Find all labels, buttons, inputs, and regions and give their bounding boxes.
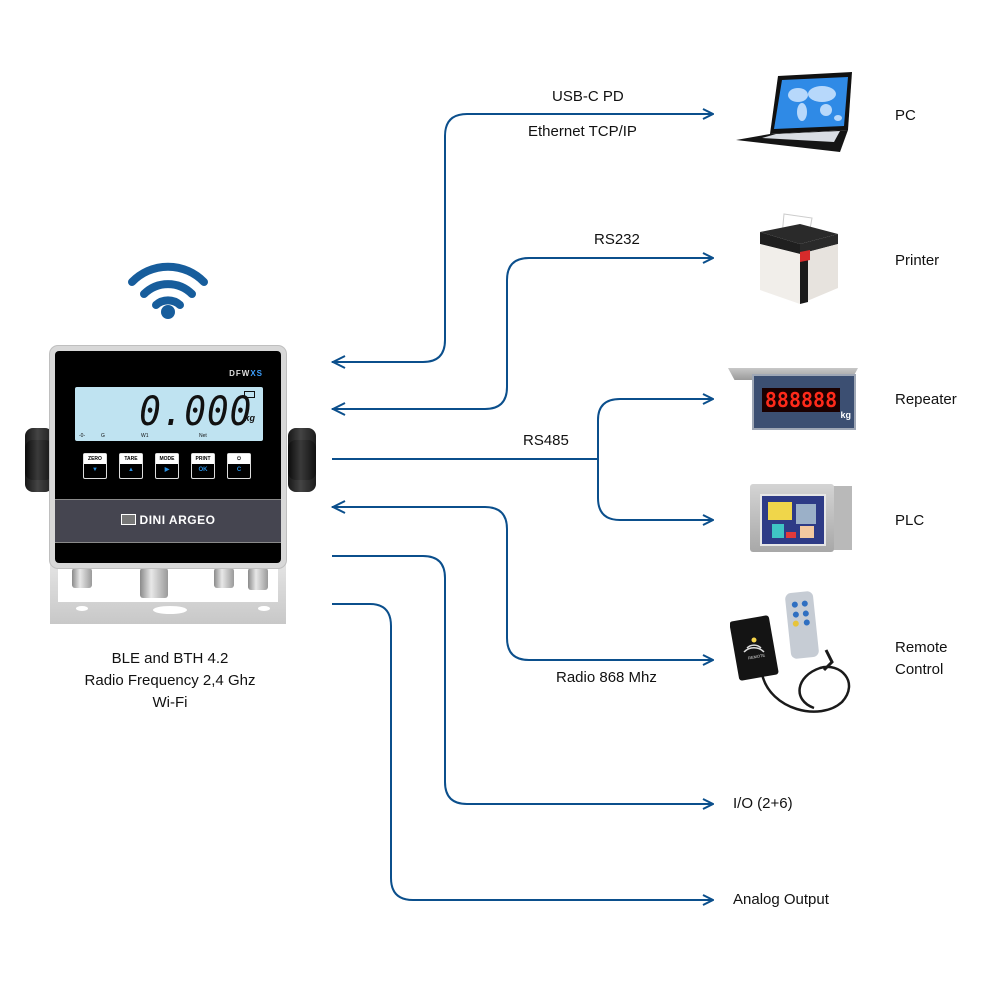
cable-gland bbox=[140, 568, 168, 598]
plc-panel bbox=[750, 484, 852, 554]
mode-key[interactable]: MODE ▶ bbox=[155, 453, 179, 479]
cable-gland bbox=[214, 568, 234, 588]
line-rs485-repeater bbox=[597, 399, 713, 459]
label-io: I/O (2+6) bbox=[733, 795, 793, 812]
device-label-pc: PC bbox=[895, 107, 916, 124]
zero-key[interactable]: ZERO ▼ bbox=[83, 453, 107, 479]
indicator-front-panel: DFWXS 0.000 kg -0- G W1 Net ZERO ▼ TARE … bbox=[55, 351, 281, 563]
brand-name: DINI ARGEO bbox=[139, 513, 216, 527]
model-name: DFWXS bbox=[229, 369, 263, 378]
label-radio: Radio 868 Mhz bbox=[556, 669, 657, 686]
annunciator-net: Net bbox=[199, 433, 207, 439]
line-usb-ethernet bbox=[332, 114, 713, 363]
lcd-display: 0.000 kg -0- G W1 Net bbox=[75, 387, 263, 441]
wifi-icon bbox=[128, 262, 208, 319]
caption-wifi: Wi-Fi bbox=[152, 694, 188, 711]
annunciator-w1: W1 bbox=[141, 433, 149, 439]
label-rs485: RS485 bbox=[523, 432, 569, 449]
brand-logo-icon bbox=[120, 514, 136, 525]
arrowhead-rs232-in bbox=[330, 402, 346, 416]
power-key[interactable]: ⏻ C bbox=[227, 453, 251, 479]
battery-icon bbox=[244, 391, 255, 398]
line-io bbox=[332, 555, 713, 804]
brand-bar: DINI ARGEO bbox=[55, 499, 281, 543]
label-rs232: RS232 bbox=[594, 231, 640, 248]
annunciator-gross: G bbox=[101, 433, 105, 439]
device-label-repeater: Repeater bbox=[895, 391, 957, 408]
mounting-knob-right bbox=[288, 428, 316, 492]
plc-screen bbox=[760, 494, 826, 546]
device-label-remote-control: Remote Control bbox=[895, 639, 948, 678]
label-ethernet: Ethernet TCP/IP bbox=[528, 123, 637, 140]
arrowhead-radio-in bbox=[330, 500, 346, 514]
indicator-case: DFWXS 0.000 kg -0- G W1 Net ZERO ▼ TARE … bbox=[50, 346, 286, 568]
repeater-digits: 888888 bbox=[762, 388, 840, 412]
print-key[interactable]: PRINT OK bbox=[191, 453, 215, 479]
cable-gland bbox=[72, 568, 92, 588]
arrowhead-usb-in bbox=[330, 355, 346, 369]
line-radio bbox=[332, 506, 713, 660]
weighing-indicator: DFWXS 0.000 kg -0- G W1 Net ZERO ▼ TARE … bbox=[20, 340, 320, 630]
wireless-caption: BLE and BTH 4.2 Radio Frequency 2,4 Ghz … bbox=[40, 648, 300, 714]
device-label-plc: PLC bbox=[895, 512, 925, 529]
line-rs232 bbox=[332, 258, 713, 410]
keypad: ZERO ▼ TARE ▲ MODE ▶ PRINT OK ⏻ C bbox=[83, 453, 263, 479]
repeater-display: 888888 kg bbox=[728, 368, 858, 432]
annunciator-zero: -0- bbox=[79, 433, 86, 439]
printer-icon bbox=[760, 213, 838, 304]
line-rs485-plc bbox=[597, 459, 713, 520]
caption-radio-frequency: Radio Frequency 2,4 Ghz bbox=[84, 672, 256, 689]
device-label-printer: Printer bbox=[895, 252, 940, 269]
laptop-icon bbox=[736, 72, 852, 152]
weight-readout: 0.000 bbox=[139, 389, 253, 435]
line-analog bbox=[332, 603, 713, 900]
cable-gland bbox=[248, 568, 268, 590]
label-analog: Analog Output bbox=[733, 891, 829, 908]
remote-control-icon bbox=[730, 591, 851, 713]
repeater-unit: kg bbox=[840, 410, 851, 420]
caption-ble: BLE and BTH 4.2 bbox=[111, 650, 229, 667]
mounting-knob-left bbox=[25, 428, 53, 492]
tare-key[interactable]: TARE ▲ bbox=[119, 453, 143, 479]
weight-unit: kg bbox=[244, 413, 255, 423]
label-usb: USB-C PD bbox=[552, 88, 624, 105]
